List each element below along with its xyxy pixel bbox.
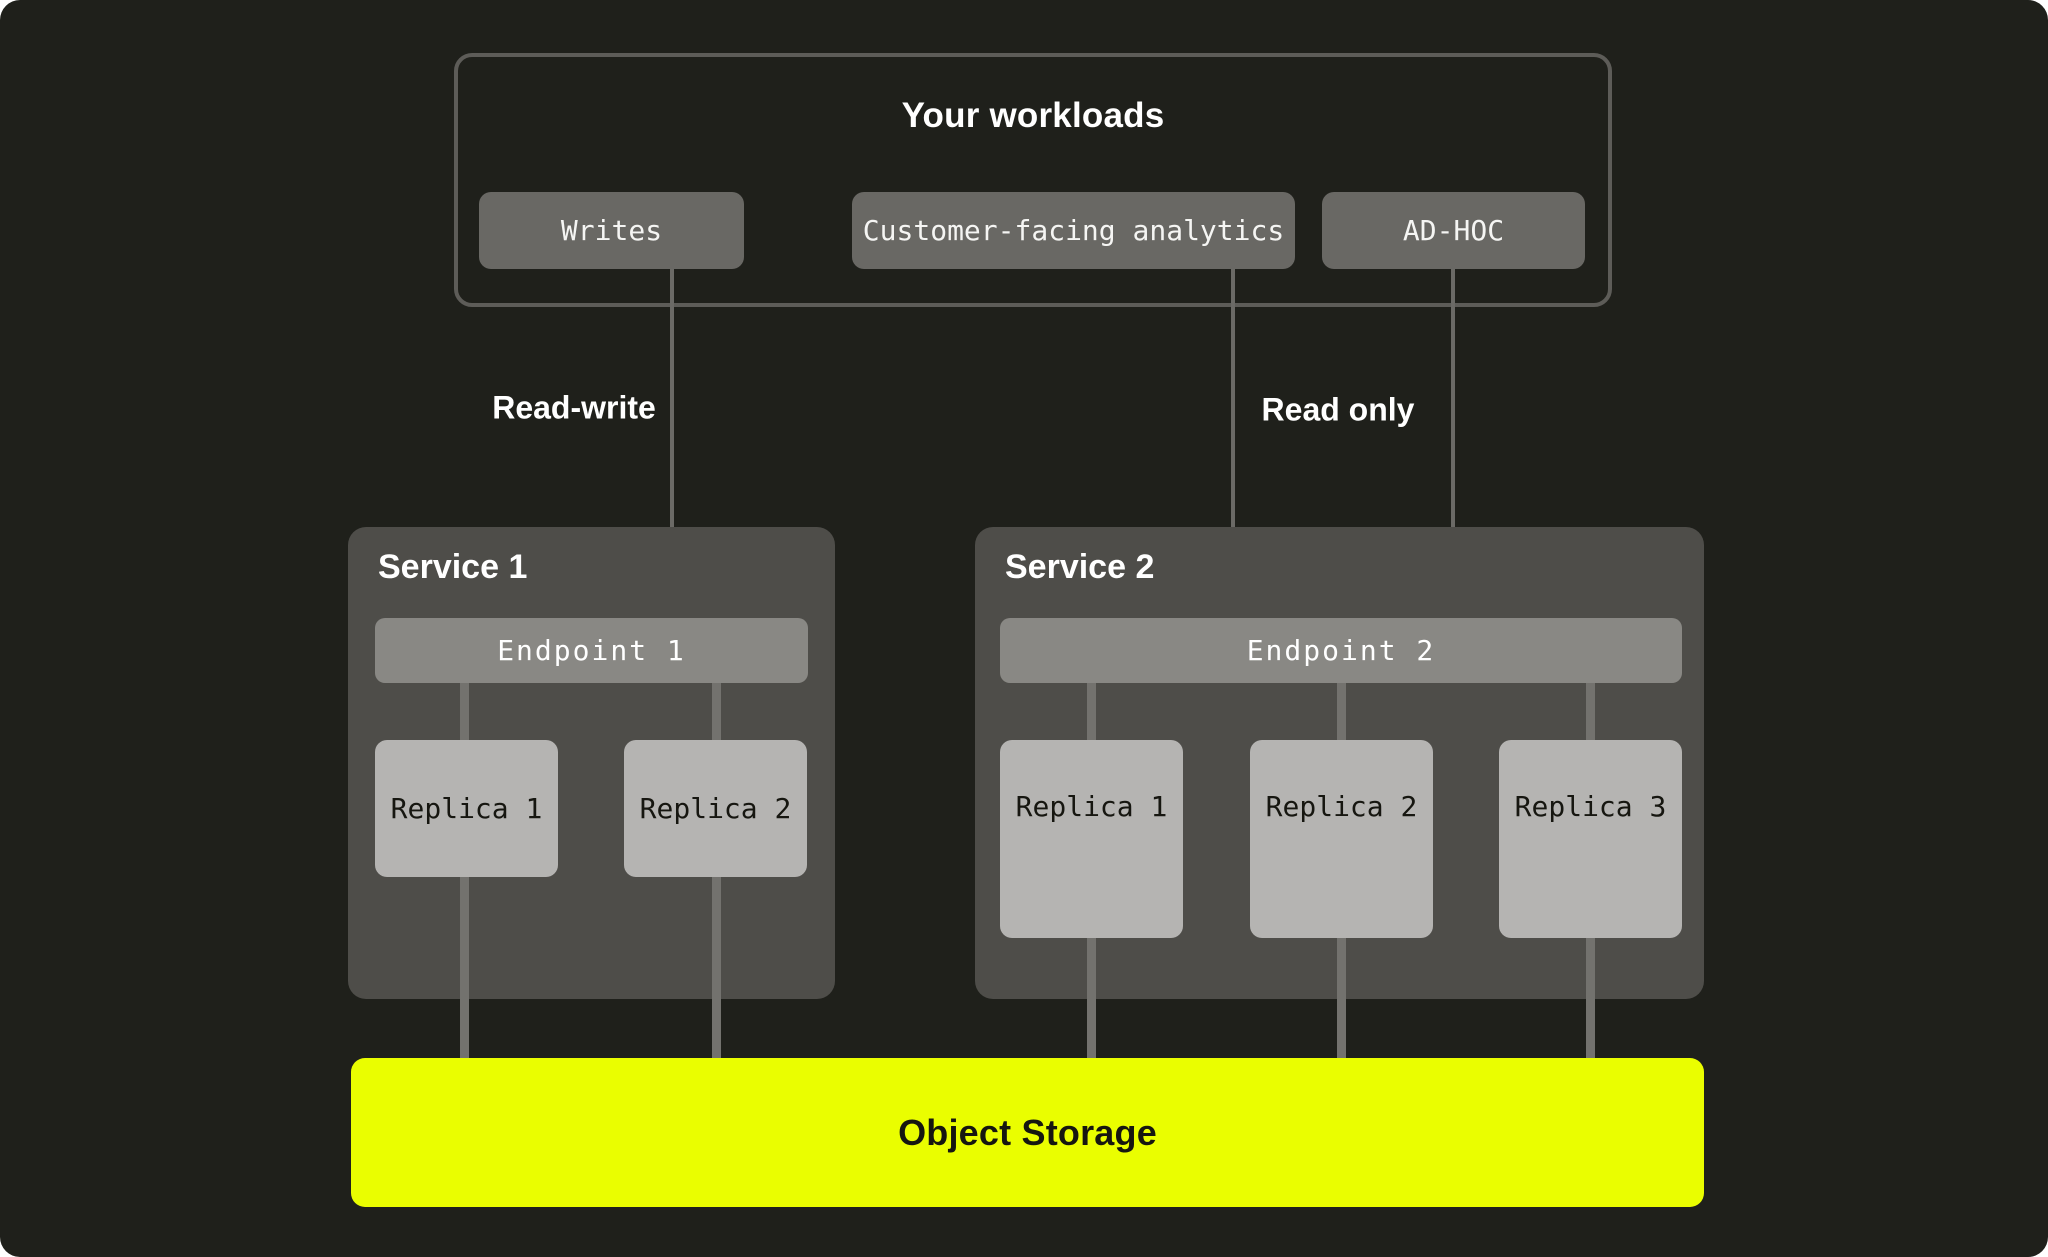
read-only-label: Read only: [1261, 391, 1415, 428]
workloads-group-box: [454, 53, 1612, 307]
object-storage-bar: Object Storage: [351, 1058, 1704, 1207]
object-storage-label: Object Storage: [898, 1111, 1157, 1153]
workload-chip-writes: Writes: [479, 192, 744, 269]
service-1-replica-2: Replica 2: [624, 740, 807, 877]
endpoint-2-bar: Endpoint 2: [1000, 618, 1682, 683]
workload-chip-ad-hoc: AD-HOC: [1322, 192, 1585, 269]
workload-chip-customer-facing-analytics: Customer-facing analytics: [852, 192, 1295, 269]
workloads-title: Your workloads: [901, 96, 1165, 135]
service-2-title: Service 2: [1005, 548, 1155, 586]
flow-line-adhoc: [1451, 269, 1455, 594]
service-2-replica-2: Replica 2: [1250, 740, 1433, 938]
flow-line-analytics: [1231, 269, 1235, 594]
service-1-title: Service 1: [378, 548, 528, 586]
read-write-label: Read-write: [492, 389, 656, 426]
service-2-replica-1: Replica 1: [1000, 740, 1183, 938]
flow-line-writes: [670, 269, 674, 594]
service-2-replica-3: Replica 3: [1499, 740, 1682, 938]
endpoint-1-bar: Endpoint 1: [375, 618, 808, 683]
service-1-replica-1: Replica 1: [375, 740, 558, 877]
